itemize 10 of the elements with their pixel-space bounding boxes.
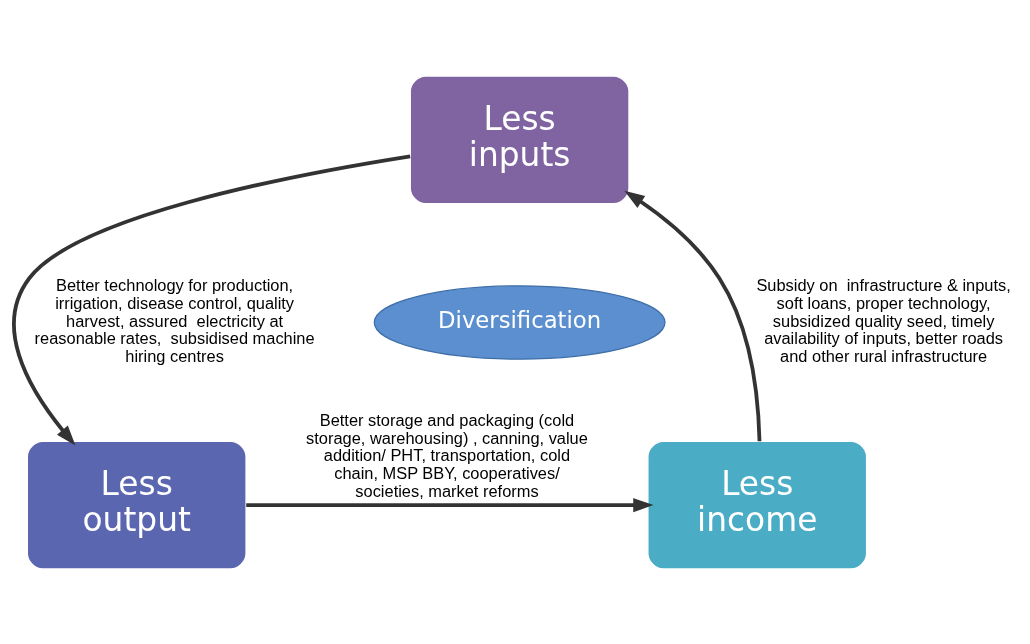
node-box: Less output (26, 440, 247, 570)
node-box: Less income (647, 440, 868, 570)
node-ellipse: Diversification (373, 284, 666, 360)
arrow (624, 190, 762, 441)
arrow (12, 153, 411, 446)
node-box: Less inputs (409, 74, 630, 204)
edge-label: Better technology for production, irrigation, disease control, quality harvest, assured electricity at reasonable rates, subsidised machine hiring centres (34, 275, 315, 365)
edge-label: Better storage and packaging (cold storage, warehousing) , canning, value addition/ PHT, transportation, cold chain, MSP BBY, cooperatives/ societies, market reforms (306, 410, 588, 500)
edge-label: Subsidy on infrastructure & inputs, soft loans, proper technology, subsidized quality seed, timely availability of inputs, better roads and other rural infrastructure (756, 275, 1011, 365)
arrow (246, 497, 654, 512)
